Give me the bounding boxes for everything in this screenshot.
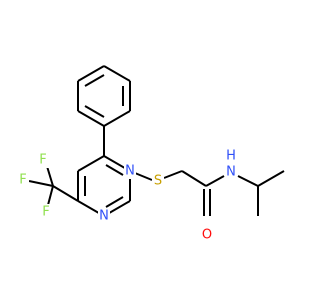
atom-sulfur: S <box>154 174 162 189</box>
atom-fluorine-left: F <box>19 173 26 188</box>
bond <box>47 185 54 206</box>
bond <box>103 110 131 127</box>
atom-nitrogen-amide: N <box>226 165 236 180</box>
bond <box>77 155 105 172</box>
bond <box>77 110 105 127</box>
double-bond-inner <box>105 164 124 176</box>
bond <box>257 170 285 187</box>
bond <box>205 175 225 187</box>
bond <box>237 175 259 187</box>
double-bond-inner <box>105 196 124 208</box>
trifluoromethyl-group <box>28 162 79 206</box>
bond <box>181 170 207 187</box>
molecule-diagram: N N S O N H F F F <box>17 65 285 243</box>
atom-nitrogen-ring-top: N <box>125 164 135 179</box>
atom-fluorine-bottom: F <box>42 205 49 220</box>
double-bond-inner <box>84 105 105 118</box>
bond <box>77 65 105 82</box>
bond <box>103 65 131 82</box>
phenyl-ring <box>77 65 131 127</box>
atom-hydrogen-amide: H <box>226 149 236 164</box>
double-bond-inner <box>84 74 105 87</box>
bond <box>28 180 54 187</box>
bond <box>52 185 79 202</box>
atom-fluorine-top: F <box>39 153 46 168</box>
atom-labels: N N S O N H F F F <box>17 148 237 243</box>
atom-nitrogen-ring-bottom: N <box>99 209 109 224</box>
atom-oxygen-carbonyl: O <box>202 228 212 243</box>
pyrimidine-ring <box>77 155 131 217</box>
bond <box>163 170 183 179</box>
